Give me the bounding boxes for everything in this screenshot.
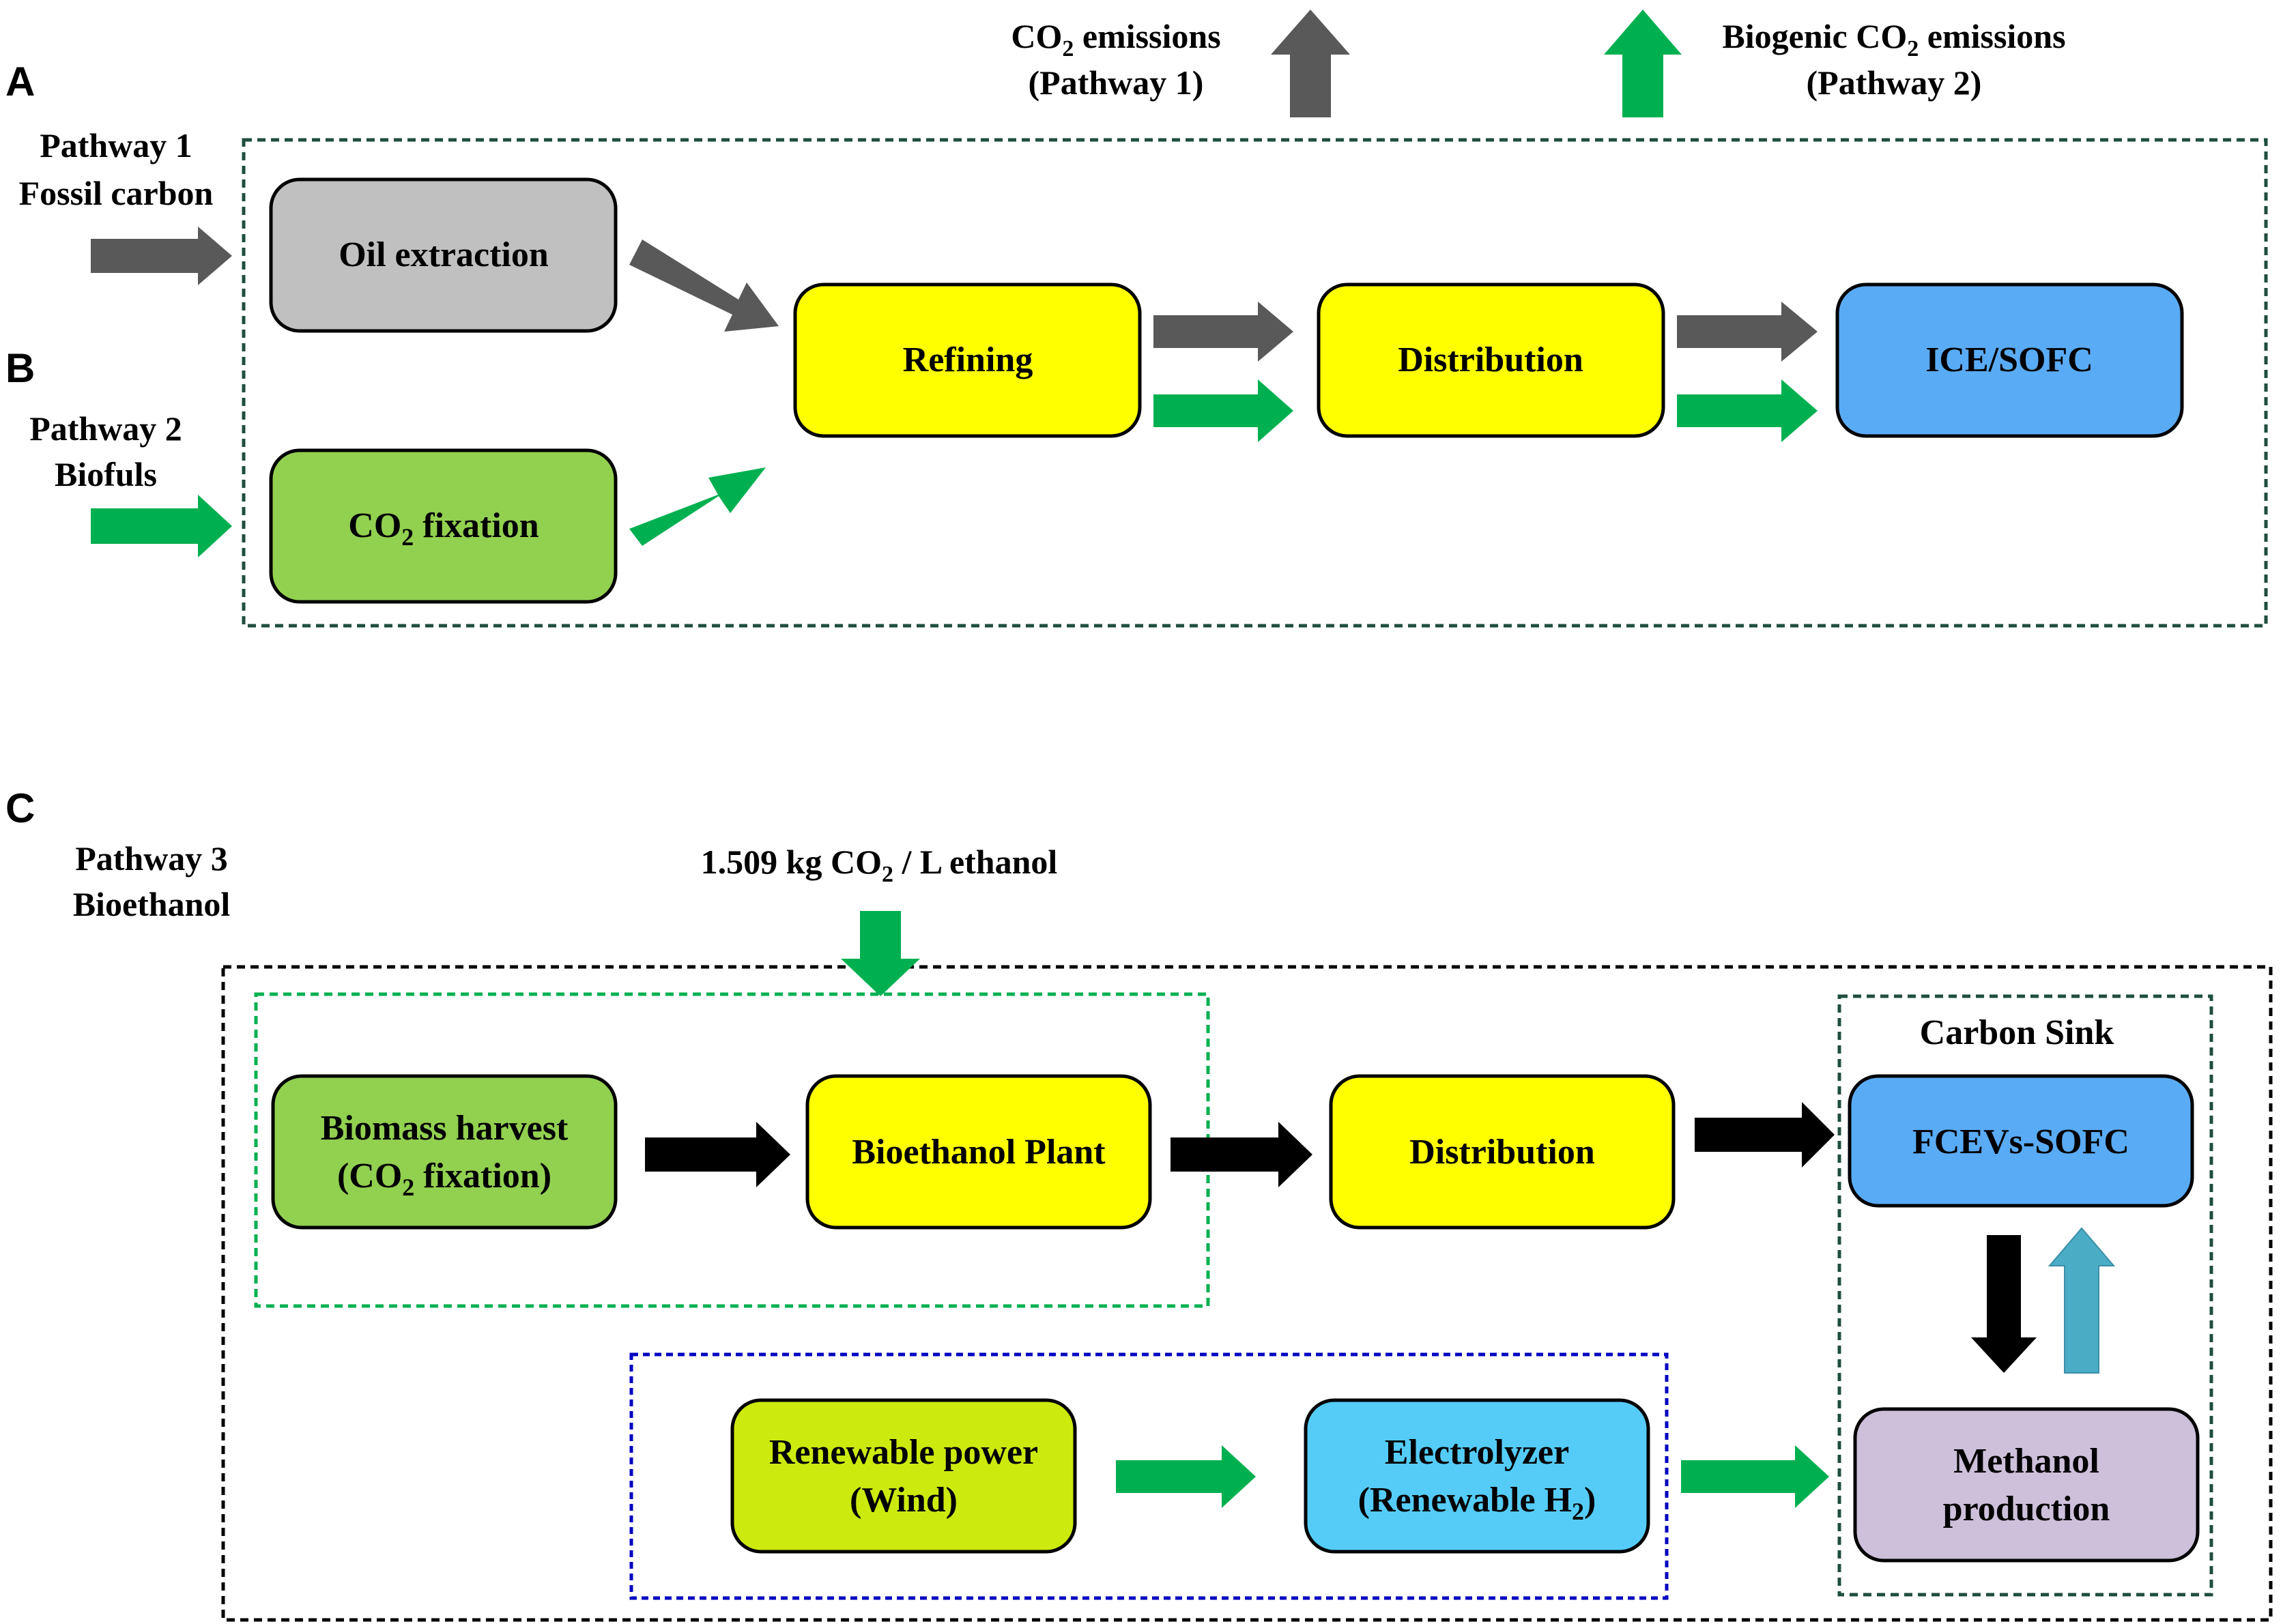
renewable-power-label: Renewable power [769, 1433, 1038, 1472]
renewable-to-electrolyzer-arrow [1116, 1445, 1256, 1508]
distribution-to-ice-dark-arrow [1677, 302, 1818, 362]
methanol-production-label: Methanol [1953, 1442, 2099, 1481]
biofuel-input-arrow [91, 495, 232, 557]
renewable-power-sublabel: (Wind) [850, 1481, 958, 1520]
biomass-to-plant-arrow [645, 1122, 790, 1187]
panel-label-c: C [5, 785, 35, 831]
carbon-sink-label: Carbon Sink [1920, 1013, 2114, 1052]
electrolyzer-box [1304, 1398, 1650, 1554]
biogenic-emission-up-arrow [1604, 10, 1682, 117]
distribution-to-ice-green-arrow [1677, 379, 1818, 442]
pathway-1-2-boundary [242, 138, 2268, 628]
methanol-production-sublabel: production [1943, 1490, 2110, 1528]
co2-emission-up-arrow [1271, 10, 1350, 117]
electrolyzer-sublabel: (Renewable H2) [1358, 1481, 1596, 1525]
co2-fixation-box [269, 448, 618, 604]
bioethanol-plant-label: Bioethanol Plant [852, 1133, 1106, 1172]
plant-to-distribution-arrow [1171, 1122, 1312, 1187]
ice-sofc-label: ICE/SOFC [1925, 340, 2093, 379]
pathway-1-sublabel: Fossil carbon [19, 174, 214, 212]
oil-extraction-box [269, 177, 618, 333]
oil-to-refining-arrow [629, 240, 779, 332]
co2-fixation-label: CO2 fixation [348, 506, 539, 551]
methanol-to-fcevs-up-arrow [2048, 1227, 2116, 1374]
biogenic-emissions-label: Biogenic CO2 emissions [1722, 17, 2065, 61]
distribution-label-bottom: Distribution [1409, 1133, 1595, 1172]
distribution-label-top: Distribution [1398, 340, 1583, 379]
refining-to-distribution-green-arrow [1153, 379, 1293, 442]
refining-to-distribution-dark-arrow [1153, 302, 1293, 362]
biogenic-emissions-pathway-label: (Pathway 2) [1807, 63, 1982, 102]
pathway-2-sublabel: Biofuls [55, 455, 157, 493]
pathway-3-label: Pathway 3 [75, 839, 228, 878]
distribution-box-bottom [1329, 1074, 1676, 1230]
panel-label-b: B [5, 345, 35, 391]
methanol-production-box [1853, 1407, 2200, 1563]
pathway-3-sublabel: Bioethanol [73, 885, 231, 923]
renewable-power-box [730, 1398, 1077, 1554]
ice-sofc-box [1835, 282, 2184, 438]
pathway-3-boundary [221, 965, 2273, 1622]
fcevs-sofc-box [1848, 1074, 2194, 1208]
carbon-sink-group [1837, 994, 2213, 1597]
bioethanol-plant-box [805, 1074, 1152, 1230]
fixation-to-refining-arrow [629, 467, 766, 546]
distribution-to-fcevs-arrow [1695, 1102, 1835, 1168]
refining-label: Refining [903, 340, 1033, 379]
pathway-1-label: Pathway 1 [40, 126, 192, 164]
panel-label-a: A [5, 59, 35, 104]
electrolyzer-label: Electrolyzer [1385, 1433, 1569, 1472]
biomass-harvest-box [271, 1074, 618, 1230]
co2-input-down-arrow [841, 911, 920, 996]
co2-emissions-label: CO2 emissions [1011, 17, 1220, 61]
biomass-harvest-label: Biomass harvest [321, 1109, 569, 1148]
distribution-box-top [1317, 282, 1665, 438]
oil-extraction-label: Oil extraction [339, 235, 549, 274]
fossil-carbon-input-arrow [91, 227, 232, 285]
biomass-harvest-sublabel: (CO2 fixation) [337, 1157, 551, 1201]
pathway-2-label: Pathway 2 [29, 409, 182, 448]
fcevs-to-methanol-down-arrow [1971, 1235, 2037, 1373]
electrolyzer-to-methanol-arrow [1681, 1445, 1829, 1508]
refining-box [793, 282, 1142, 438]
fcevs-sofc-label: FCEVs-SOFC [1912, 1122, 2129, 1161]
co2-emissions-pathway-label: (Pathway 1) [1029, 63, 1204, 102]
ethanol-co2-factor-label: 1.509 kg CO2 / L ethanol [701, 843, 1058, 887]
